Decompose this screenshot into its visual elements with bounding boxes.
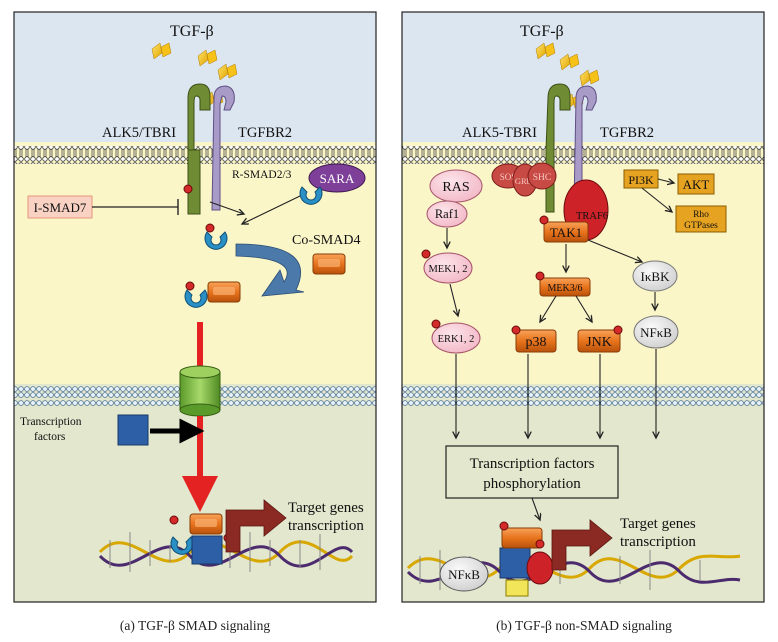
tak1-node bbox=[543, 221, 589, 243]
phospho-dot-icon bbox=[421, 249, 431, 259]
caption-a: (a) TGF-β SMAD signaling bbox=[120, 618, 270, 633]
target-genes-line1: Target genes bbox=[288, 500, 364, 516]
raf1-node bbox=[426, 200, 468, 228]
dna-tf-icon bbox=[191, 535, 223, 565]
phospho-dot-icon bbox=[511, 325, 521, 335]
smad-complex-orange-icon bbox=[207, 281, 241, 303]
ligand-label: TGF-β bbox=[170, 23, 214, 40]
ligand-label: TGF-β bbox=[520, 23, 564, 40]
dna-orange-icon bbox=[501, 527, 543, 549]
phospho-dot-icon bbox=[535, 271, 545, 281]
extracellular-region bbox=[14, 12, 376, 142]
phospho-dot-icon bbox=[535, 539, 545, 549]
sara-node bbox=[308, 163, 366, 193]
target-genes-line1: Target genes bbox=[620, 516, 696, 532]
akt-node bbox=[677, 173, 715, 195]
ras-label: RAS bbox=[442, 180, 469, 195]
shc-label: SHC bbox=[533, 173, 551, 183]
tak1-label: TAK1 bbox=[550, 225, 582, 240]
ismad7-label: I-SMAD7 bbox=[34, 200, 87, 215]
nuclear-pore-icon bbox=[179, 365, 221, 417]
mek36-label: MEK3/6 bbox=[548, 283, 583, 294]
nfkb-label: NFκB bbox=[640, 325, 672, 340]
grb2-label: GRb2 bbox=[515, 176, 535, 186]
panel-b: TGF-β ALK5-TBRI TGFBR2 SOS GRb2 SHC RAS … bbox=[401, 11, 765, 633]
rsmad-label: R-SMAD2/3 bbox=[232, 169, 292, 181]
shc-node bbox=[527, 162, 557, 190]
phospho-dot-icon bbox=[539, 215, 549, 225]
cosmad4-label: Co-SMAD4 bbox=[292, 233, 360, 248]
tgfbr2-label: TGFBR2 bbox=[600, 125, 654, 141]
sara-label: SARA bbox=[320, 171, 355, 186]
nfkb-dna-label: NFκB bbox=[448, 567, 480, 582]
erk12-node bbox=[431, 322, 481, 354]
transcription-factor-icon bbox=[117, 414, 149, 446]
ikbk-label: IκBK bbox=[641, 269, 671, 284]
complex-formation-arrow bbox=[235, 243, 305, 297]
target-gene-arrow-icon bbox=[551, 519, 613, 571]
phospho-dot-icon bbox=[613, 325, 623, 335]
rho-node bbox=[675, 205, 727, 233]
dna-yellow-icon bbox=[505, 579, 529, 597]
p38-node bbox=[515, 329, 557, 353]
tfp-line1: Transcription factors bbox=[470, 456, 595, 472]
pi3k-label: PI3K bbox=[628, 173, 654, 187]
mek12-node bbox=[423, 252, 473, 284]
alk5-receptor-icon bbox=[187, 83, 211, 215]
target-genes-line2: transcription bbox=[620, 534, 696, 550]
tgfbr2-label: TGFBR2 bbox=[238, 125, 292, 141]
phospho-dot-icon bbox=[183, 184, 193, 194]
caption-b: (b) TGF-β non-SMAD signaling bbox=[496, 618, 672, 633]
sos-label: SOS bbox=[500, 172, 517, 182]
panel-a: TGF-β ALK5/TBRI TGFBR2 R-SMAD2/3 SARA I-… bbox=[13, 11, 377, 633]
raf1-label: Raf1 bbox=[435, 207, 459, 221]
tgfbr2-receptor-icon bbox=[211, 85, 235, 211]
plasma-membrane bbox=[402, 146, 764, 164]
phospho-dot-icon bbox=[185, 281, 195, 291]
target-genes-line2: transcription bbox=[288, 518, 364, 534]
target-gene-arrow-icon bbox=[225, 499, 287, 553]
nfkb-dna-node bbox=[439, 556, 489, 592]
cosmad4-icon bbox=[312, 253, 346, 275]
dna-tf-icon bbox=[499, 547, 531, 579]
erk12-label: ERK1, 2 bbox=[438, 334, 475, 345]
mek36-node bbox=[539, 277, 591, 297]
akt-label: AKT bbox=[683, 177, 710, 192]
tf-label-line2: factors bbox=[34, 431, 66, 443]
p38-label: p38 bbox=[526, 335, 547, 350]
phospho-dot-icon bbox=[169, 515, 179, 525]
dna-orange-icon bbox=[189, 513, 223, 535]
rho-label-line2: GTPases bbox=[684, 221, 718, 231]
phospho-dot-icon bbox=[205, 223, 215, 233]
rho-label-line1: Rho bbox=[693, 210, 709, 220]
phospho-dot-icon bbox=[499, 521, 509, 531]
alk5-label: ALK5/TBRI bbox=[102, 125, 176, 141]
ikbk-node bbox=[632, 260, 678, 292]
alk5-label: ALK5-TBRI bbox=[462, 125, 537, 141]
nuclear-membrane bbox=[402, 386, 764, 406]
phospho-dot-icon bbox=[431, 319, 441, 329]
dna-red-icon bbox=[526, 551, 554, 585]
nfkb-node bbox=[633, 315, 679, 349]
mek12-label: MEK1, 2 bbox=[428, 264, 467, 275]
tf-label-line1: Transcription bbox=[20, 416, 82, 428]
tfp-line2: phosphorylation bbox=[483, 476, 581, 492]
tgfbr2-receptor-icon bbox=[573, 85, 597, 207]
jnk-label: JNK bbox=[586, 335, 612, 350]
traf6-label: TRAF6 bbox=[576, 211, 608, 222]
jnk-node bbox=[577, 329, 621, 353]
